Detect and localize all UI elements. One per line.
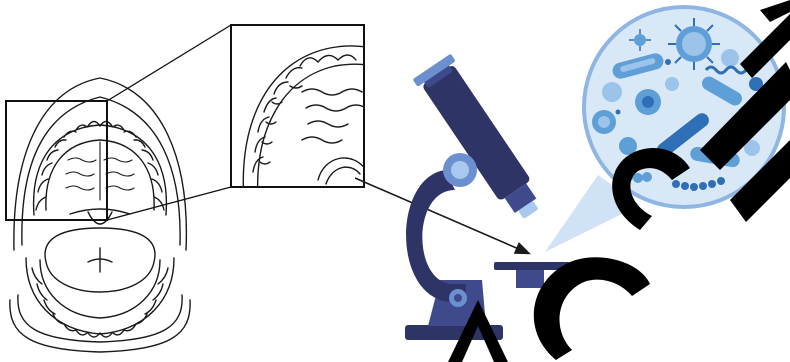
zoom-connector-lines: [107, 25, 231, 220]
selection-box: [6, 101, 107, 220]
palate-rugae: [66, 142, 134, 200]
open-mouth-illustration: [10, 78, 190, 352]
virus-icon: [668, 18, 720, 70]
lower-teeth: [32, 268, 168, 337]
magnified-teeth-inset: [231, 25, 380, 200]
cell-icon: [602, 82, 622, 102]
